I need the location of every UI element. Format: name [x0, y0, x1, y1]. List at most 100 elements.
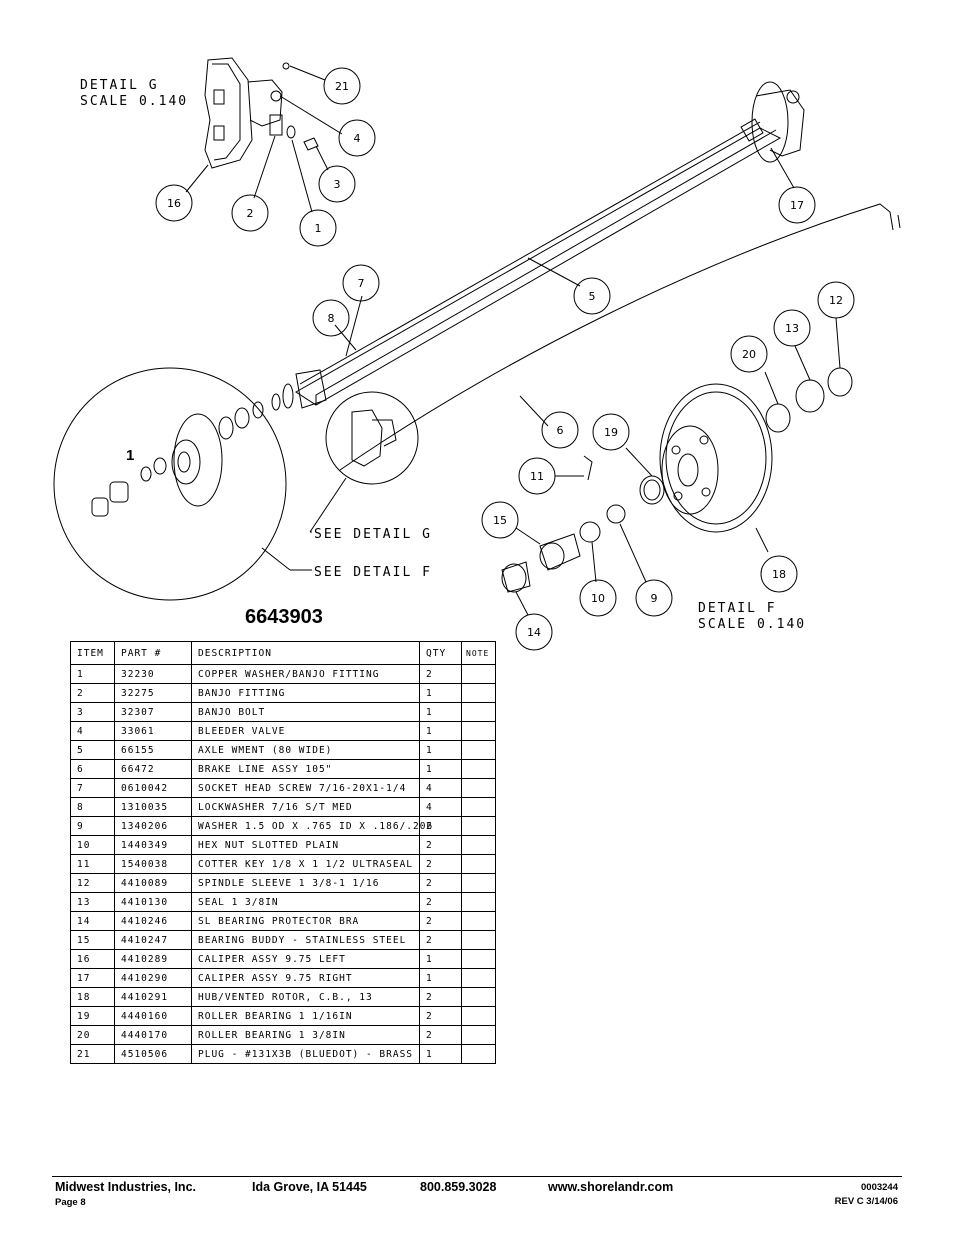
callout-9: 9: [651, 592, 658, 605]
cell-description: ROLLER BEARING 1 1/16IN: [191, 1006, 420, 1026]
cell-qty: 2: [419, 911, 462, 931]
callout-5: 5: [589, 290, 596, 303]
cell-note: [461, 1006, 496, 1026]
cell-note: [461, 797, 496, 817]
callout-2: 2: [247, 207, 254, 220]
cell-description: BANJO BOLT: [191, 702, 420, 722]
cell-note: [461, 968, 496, 988]
col-header-description: DESCRIPTION: [191, 641, 420, 665]
cell-item: 3: [70, 702, 115, 722]
cell-item: 7: [70, 778, 115, 798]
detail-f-exploded: [501, 317, 853, 616]
cell-part-number: 4510506: [114, 1044, 192, 1064]
callout-15: 15: [493, 514, 507, 527]
cell-item: 1: [70, 664, 115, 684]
cell-description: CALIPER ASSY 9.75 RIGHT: [191, 968, 420, 988]
cell-qty: 2: [419, 1006, 462, 1026]
callout-16: 16: [167, 197, 181, 210]
cell-description: HEX NUT SLOTTED PLAIN: [191, 835, 420, 855]
cell-description: BANJO FITTING: [191, 683, 420, 703]
cell-part-number: 4410291: [114, 987, 192, 1007]
cell-description: AXLE WMENT (80 WIDE): [191, 740, 420, 760]
callout-13: 13: [785, 322, 799, 335]
cell-part-number: 4410130: [114, 892, 192, 912]
cell-part-number: 4410290: [114, 968, 192, 988]
cell-item: 21: [70, 1044, 115, 1064]
detail-g-scale: SCALE 0.140: [80, 94, 188, 109]
footer-rule: [52, 1176, 902, 1177]
detail-g-title: DETAIL G: [80, 78, 159, 93]
callout-6: 6: [557, 424, 564, 437]
cell-description: CALIPER ASSY 9.75 LEFT: [191, 949, 420, 969]
cell-part-number: 4410247: [114, 930, 192, 950]
assembly-number: 6643903: [245, 606, 323, 628]
cell-item: 9: [70, 816, 115, 836]
footer-revision: REV C 3/14/06: [834, 1196, 898, 1207]
cell-qty: 2: [419, 987, 462, 1007]
callout-7: 7: [358, 277, 365, 290]
callout-11: 11: [530, 470, 544, 483]
cell-note: [461, 778, 496, 798]
footer-city: Ida Grove, IA 51445: [252, 1180, 367, 1194]
cell-qty: 1: [419, 968, 462, 988]
cell-part-number: 0610042: [114, 778, 192, 798]
cell-qty: 2: [419, 854, 462, 874]
footer-company: Midwest Industries, Inc.: [55, 1180, 196, 1194]
cell-note: [461, 930, 496, 950]
footer-page: Page 8: [55, 1197, 86, 1208]
cell-item: 4: [70, 721, 115, 741]
cell-note: [461, 816, 496, 836]
callout-19: 19: [604, 426, 618, 439]
cell-note: [461, 987, 496, 1007]
cell-part-number: 1440349: [114, 835, 192, 855]
callout-10: 10: [591, 592, 605, 605]
cell-qty: 1: [419, 1044, 462, 1064]
cell-qty: 1: [419, 949, 462, 969]
cell-item: 19: [70, 1006, 115, 1026]
col-header-item: ITEM: [70, 641, 115, 665]
see-detail-g-label: SEE DETAIL G: [314, 527, 432, 542]
parts-diagram: DETAIL G SCALE 0.140 DETAIL F SCALE 0.14…: [53, 57, 901, 651]
cell-part-number: 4440160: [114, 1006, 192, 1026]
detail-f-inset: [53, 367, 312, 601]
col-header-note: NOTE: [461, 641, 496, 665]
cell-part-number: 1310035: [114, 797, 192, 817]
cell-note: [461, 683, 496, 703]
cell-note: [461, 854, 496, 874]
callout-14: 14: [527, 626, 541, 639]
cell-note: [461, 721, 496, 741]
cell-description: COPPER WASHER/BANJO FITTING: [191, 664, 420, 684]
callout-3: 3: [334, 178, 341, 191]
callout-18: 18: [772, 568, 786, 581]
cell-description: ROLLER BEARING 1 3/8IN: [191, 1025, 420, 1045]
cell-qty: 2: [419, 873, 462, 893]
cell-qty: 2: [419, 930, 462, 950]
cell-item: 8: [70, 797, 115, 817]
cell-description: PLUG - #131X3B (BLUEDOT) - BRASS: [191, 1044, 420, 1064]
cell-description: HUB/VENTED ROTOR, C.B., 13: [191, 987, 420, 1007]
cell-part-number: 33061: [114, 721, 192, 741]
cell-note: [461, 835, 496, 855]
cell-qty: 1: [419, 702, 462, 722]
cell-description: LOCKWASHER 7/16 S/T MED: [191, 797, 420, 817]
cell-note: [461, 664, 496, 684]
cell-item: 15: [70, 930, 115, 950]
cell-note: [461, 740, 496, 760]
cell-part-number: 32275: [114, 683, 192, 703]
cell-item: 17: [70, 968, 115, 988]
